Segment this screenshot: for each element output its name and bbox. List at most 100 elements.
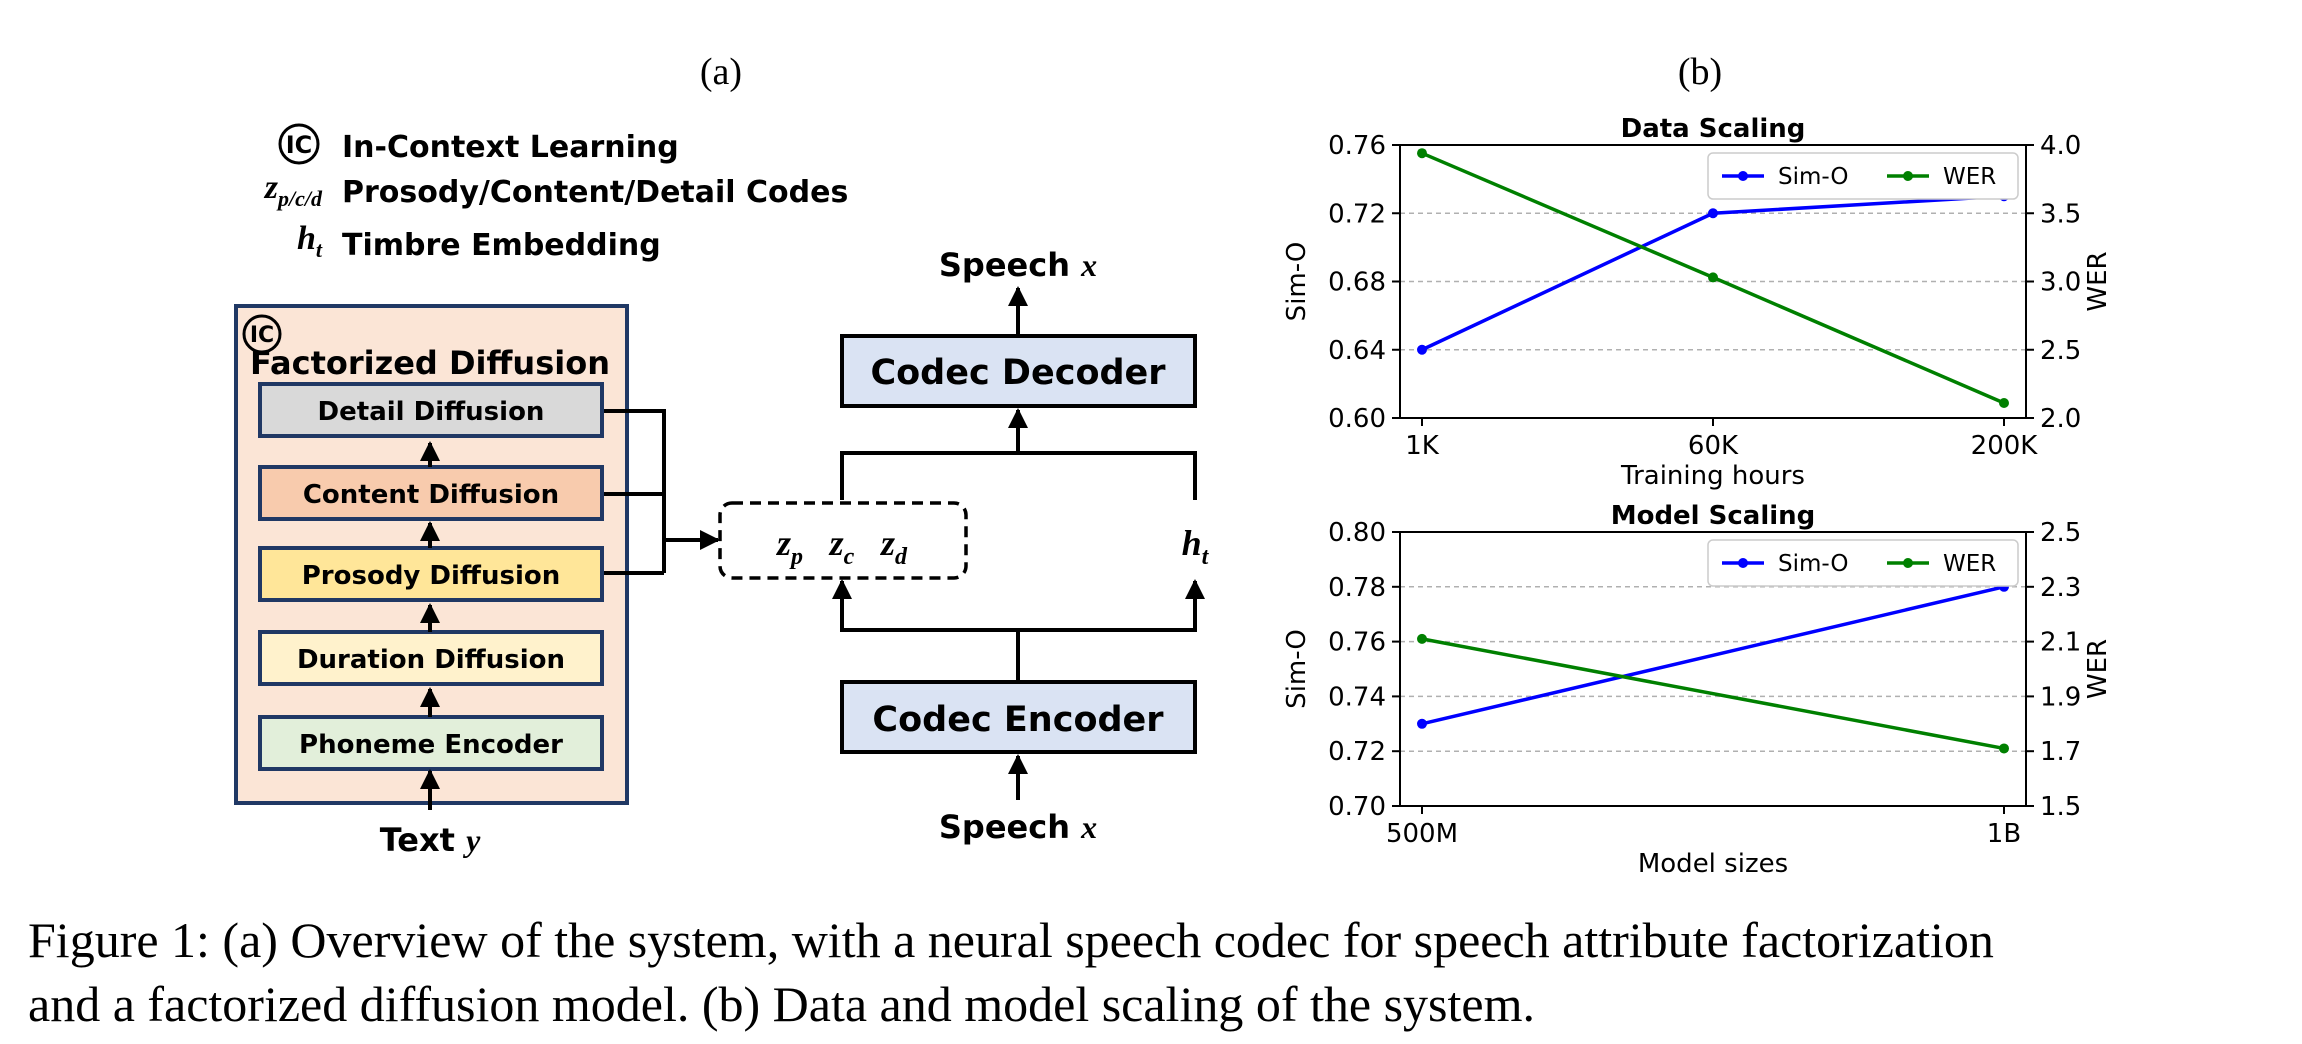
series-line-sim-o (1421, 585, 2005, 726)
y-right-tick-label: 1.9 (2040, 682, 2081, 712)
code-zd: zd (879, 523, 908, 570)
data-point-sim-o (1708, 208, 1718, 219)
ic-symbol-text: IC (286, 131, 313, 159)
ic-symbol-icon (278, 123, 320, 165)
y-left-tick-label: 0.76 (1328, 131, 1386, 161)
caption-line-1: Figure 1: (a) Overview of the system, wi… (28, 912, 1994, 968)
y-left-tick-label: 0.80 (1328, 518, 1386, 548)
y-right-tick-label: 1.5 (2040, 792, 2081, 822)
caption-line-2: and a factorized diffusion model. (b) Da… (28, 976, 1535, 1032)
codes-box (718, 501, 968, 580)
diffusion-block-label: Detail Diffusion (318, 397, 545, 427)
data-point-sim-o (1417, 718, 1427, 729)
legend-label: WER (1943, 551, 1996, 577)
codec-decoder-box (840, 334, 1197, 408)
legend-timbre-label: Timbre Embedding (342, 228, 661, 263)
diffusion-block (258, 382, 604, 438)
panel-label-a: (a) (700, 51, 742, 93)
x-tick-label: 500M (1386, 819, 1458, 849)
y-left-tick-label: 0.72 (1328, 737, 1386, 767)
y-right-tick-label: 2.3 (2040, 573, 2081, 603)
codes-connector (604, 409, 720, 575)
legend-label: Sim-O (1778, 551, 1848, 577)
codec-connectors (832, 286, 1205, 800)
diffusion-block-label: Phoneme Encoder (299, 730, 563, 760)
y-left-tick-label: 0.78 (1328, 573, 1386, 603)
x-tick-label: 60K (1688, 431, 1739, 461)
codec-encoder-box (840, 680, 1197, 754)
diffusion-block-label: Duration Diffusion (297, 645, 565, 675)
y-left-axis-label: Sim-O (1282, 242, 1312, 322)
chart-title: Data Scaling (1621, 114, 1806, 144)
legend-z-symbol: zp/c/d (264, 169, 323, 211)
y-right-tick-label: 2.5 (2040, 336, 2081, 366)
y-right-tick-label: 1.7 (2040, 737, 2081, 767)
code-zp: zp (775, 523, 803, 570)
text-input-label: Text y (380, 821, 481, 859)
factorized-diffusion-module: IC Factorized Diffusion Detail Diffusion… (234, 304, 629, 810)
codec-encoder-label: Codec Encoder (872, 700, 1164, 740)
x-tick-label: 200K (1971, 431, 2039, 461)
legend-label: Sim-O (1778, 164, 1848, 190)
factorized-diffusion-title: Factorized Diffusion (250, 344, 610, 382)
chart-data-scaling: 0.60 0.64 0.68 0.72 0.76 2.0 2.5 3.0 3.5 4.0 1K 60K… (1282, 114, 2113, 491)
data-point-wer (1999, 397, 2009, 408)
series-line-wer (1421, 637, 2005, 751)
y-left-tick-label: 0.76 (1328, 628, 1386, 658)
x-axis-label: Training hours (1620, 461, 1805, 491)
x-tick-label: 1K (1405, 431, 1440, 461)
data-point-wer (1417, 633, 1427, 644)
y-right-axis-label: WER (2083, 639, 2113, 699)
diffusion-block (258, 546, 604, 602)
y-left-tick-label: 0.68 (1328, 268, 1386, 298)
timbre-ht: ht (1182, 523, 1210, 570)
legend-marker (1738, 171, 1748, 181)
speech-output-label: Speech x (939, 246, 1097, 284)
data-point-wer (1708, 272, 1718, 283)
ic-badge-icon (242, 314, 282, 354)
legend-ic-label: In-Context Learning (342, 130, 679, 165)
panel-label-b: (b) (1678, 51, 1722, 93)
diffusion-block-label: Prosody Diffusion (302, 561, 561, 591)
legend-label: WER (1943, 164, 1996, 190)
y-left-tick-label: 0.60 (1328, 404, 1386, 434)
y-right-tick-label: 4.0 (2040, 131, 2081, 161)
legend-marker (1903, 558, 1913, 568)
diffusion-block (258, 715, 604, 771)
codec-decoder-label: Codec Decoder (870, 353, 1166, 393)
y-left-tick-label: 0.74 (1328, 682, 1386, 712)
diffusion-block (258, 630, 604, 686)
data-point-wer (1417, 148, 1427, 159)
plot-frame (1399, 531, 2027, 807)
chart-model-scaling: 0.70 0.72 0.74 0.76 0.78 0.80 1.5 1.7 1.9 2.1 2.3 2… (1282, 501, 2113, 879)
x-tick-label: 1B (1987, 819, 2021, 849)
legend-marker (1738, 558, 1748, 568)
y-right-axis-label: WER (2083, 251, 2113, 311)
figure-caption: Figure 1: (a) Overview of the system, wi… (28, 908, 2298, 1036)
y-left-tick-label: 0.64 (1328, 336, 1386, 366)
legend-a: IC In-Context Learning zp/c/d Prosody/Co… (264, 123, 848, 263)
y-right-tick-label: 3.5 (2040, 199, 2081, 229)
chart-legend (1707, 539, 2019, 587)
legend-h-symbol: ht (297, 220, 323, 262)
x-axis-label: Model sizes (1638, 849, 1788, 879)
data-point-sim-o (1417, 344, 1427, 355)
speech-input-label: Speech x (939, 808, 1097, 846)
y-left-tick-label: 0.72 (1328, 199, 1386, 229)
diffusion-block-label: Content Diffusion (303, 480, 559, 510)
y-right-tick-label: 2.5 (2040, 518, 2081, 548)
y-right-tick-label: 2.0 (2040, 404, 2081, 434)
y-left-tick-label: 0.70 (1328, 792, 1386, 822)
y-left-axis-label: Sim-O (1282, 629, 1312, 709)
legend-codes-label: Prosody/Content/Detail Codes (342, 175, 848, 210)
y-right-tick-label: 3.0 (2040, 268, 2081, 298)
ic-badge-text: IC (250, 323, 274, 348)
code-zc: zc (828, 523, 855, 570)
legend-marker (1903, 171, 1913, 181)
y-right-tick-label: 2.1 (2040, 628, 2081, 658)
chart-legend (1707, 152, 2019, 200)
data-point-wer (1999, 743, 2009, 754)
chart-title: Model Scaling (1611, 501, 1816, 531)
